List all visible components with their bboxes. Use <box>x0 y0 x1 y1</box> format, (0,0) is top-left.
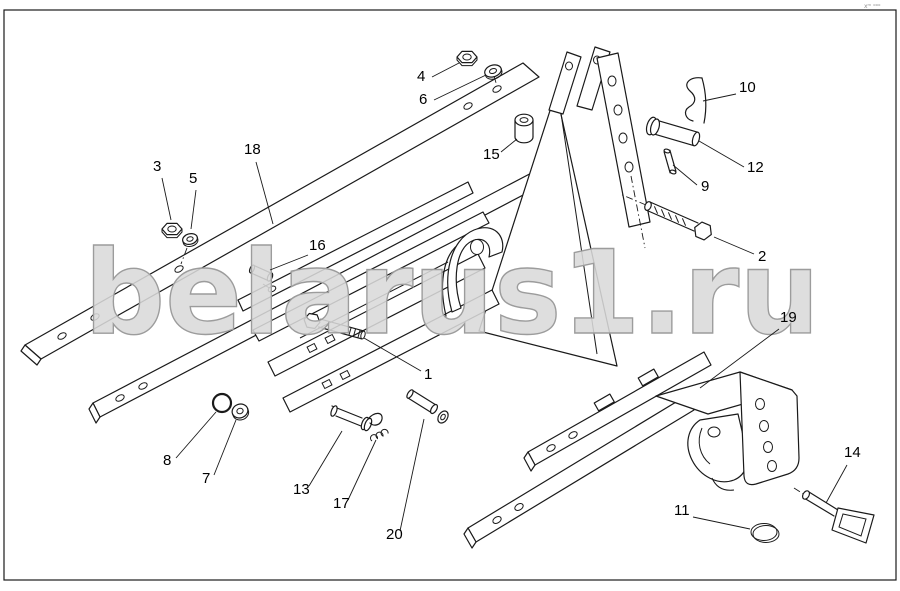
callout-11: 11 <box>674 502 751 530</box>
part-8-snap-ring <box>211 392 233 414</box>
callout-18: 18 <box>244 141 274 225</box>
part-2-bolt <box>619 193 712 241</box>
callout-label-4: 4 <box>417 68 425 85</box>
callout-14: 14 <box>825 444 861 504</box>
callout-label-3: 3 <box>153 158 161 175</box>
callout-1: 1 <box>363 337 432 383</box>
hitch-bottom-strap <box>463 395 695 549</box>
part-4-nut <box>456 50 478 67</box>
hitch-top-strap <box>523 351 712 472</box>
part-5-washer <box>182 233 199 247</box>
callout-10: 10 <box>702 79 756 102</box>
callout-label-11: 11 <box>674 502 690 519</box>
part-9-roll-pin <box>663 148 677 175</box>
leader-line-19 <box>699 328 780 389</box>
callout-8: 8 <box>163 411 217 469</box>
callout-9: 9 <box>672 164 709 195</box>
leader-line-16 <box>269 254 309 271</box>
part-16-pin <box>248 264 274 290</box>
callout-19: 19 <box>699 309 797 389</box>
leader-line-17 <box>347 439 377 501</box>
callout-15: 15 <box>483 138 518 163</box>
callout-label-12: 12 <box>747 159 764 176</box>
corner-text: xᵐ ᵒᵒᵒ <box>864 3 881 10</box>
callout-3: 3 <box>153 158 172 221</box>
part-11-ring <box>750 523 780 543</box>
adjuster-bars <box>237 181 500 413</box>
callout-label-19: 19 <box>780 309 797 326</box>
callout-label-14: 14 <box>844 444 861 461</box>
part-1-bolt <box>303 312 366 340</box>
callout-label-10: 10 <box>739 79 756 96</box>
callout-20: 20 <box>386 418 425 543</box>
callout-13: 13 <box>293 430 343 498</box>
leader-line-7 <box>213 419 237 476</box>
drawing-border <box>3 9 897 581</box>
leader-line-20 <box>399 418 425 532</box>
callout-16: 16 <box>269 237 326 271</box>
part-19-hitch-body <box>655 371 800 491</box>
callout-label-9: 9 <box>701 178 709 195</box>
part-15-spacer <box>514 113 534 144</box>
part-3-nut <box>161 222 183 239</box>
callout-label-5: 5 <box>189 170 197 187</box>
callout-label-6: 6 <box>419 91 427 108</box>
callout-label-2: 2 <box>758 248 766 265</box>
axis-line-nut3 <box>180 247 188 265</box>
callout-label-16: 16 <box>309 237 326 254</box>
watermark: belarus1.ru <box>84 226 820 361</box>
part-6-washer <box>484 64 503 80</box>
leader-line-1 <box>363 337 422 372</box>
part-7-washer <box>231 403 250 421</box>
part-17-spring <box>370 428 389 442</box>
leader-line-15 <box>500 138 518 153</box>
part-12-clevis-pin <box>645 116 701 147</box>
leader-line-14 <box>825 464 848 504</box>
callout-12: 12 <box>698 140 764 176</box>
triangle-gusset-plate <box>478 91 618 367</box>
part-13-pin <box>330 405 383 432</box>
callout-label-1: 1 <box>424 366 432 383</box>
callout-label-13: 13 <box>293 481 310 498</box>
leader-line-18 <box>255 161 274 225</box>
leader-line-10 <box>702 93 737 102</box>
leader-line-6 <box>433 74 487 101</box>
callout-label-7: 7 <box>202 470 210 487</box>
leader-line-8 <box>175 411 217 459</box>
callout-6: 6 <box>419 74 487 108</box>
callout-label-8: 8 <box>163 452 171 469</box>
upper-frame-strap <box>20 62 540 366</box>
callout-17: 17 <box>333 439 377 512</box>
clevis-bracket <box>441 227 504 317</box>
callout-label-17: 17 <box>333 495 350 512</box>
callout-label-15: 15 <box>483 146 500 163</box>
leader-line-4 <box>431 62 460 78</box>
part-14-linch-pin <box>793 487 875 544</box>
part-20-pin <box>406 389 449 424</box>
leader-line-3 <box>161 177 172 221</box>
leader-line-5 <box>190 189 197 230</box>
axis-line-washer6 <box>493 75 498 87</box>
leader-line-11 <box>692 516 751 530</box>
leader-line-9 <box>672 164 698 186</box>
leader-line-12 <box>698 140 745 168</box>
callout-5: 5 <box>189 170 197 230</box>
callout-2: 2 <box>713 236 766 265</box>
leader-line-13 <box>308 430 343 487</box>
leader-line-2 <box>713 236 755 255</box>
callout-4: 4 <box>417 62 460 85</box>
callout-label-20: 20 <box>386 526 403 543</box>
callout-label-18: 18 <box>244 141 261 158</box>
callout-7: 7 <box>202 419 237 487</box>
mast-bracket <box>548 46 651 249</box>
part-10-r-clip <box>684 77 707 124</box>
